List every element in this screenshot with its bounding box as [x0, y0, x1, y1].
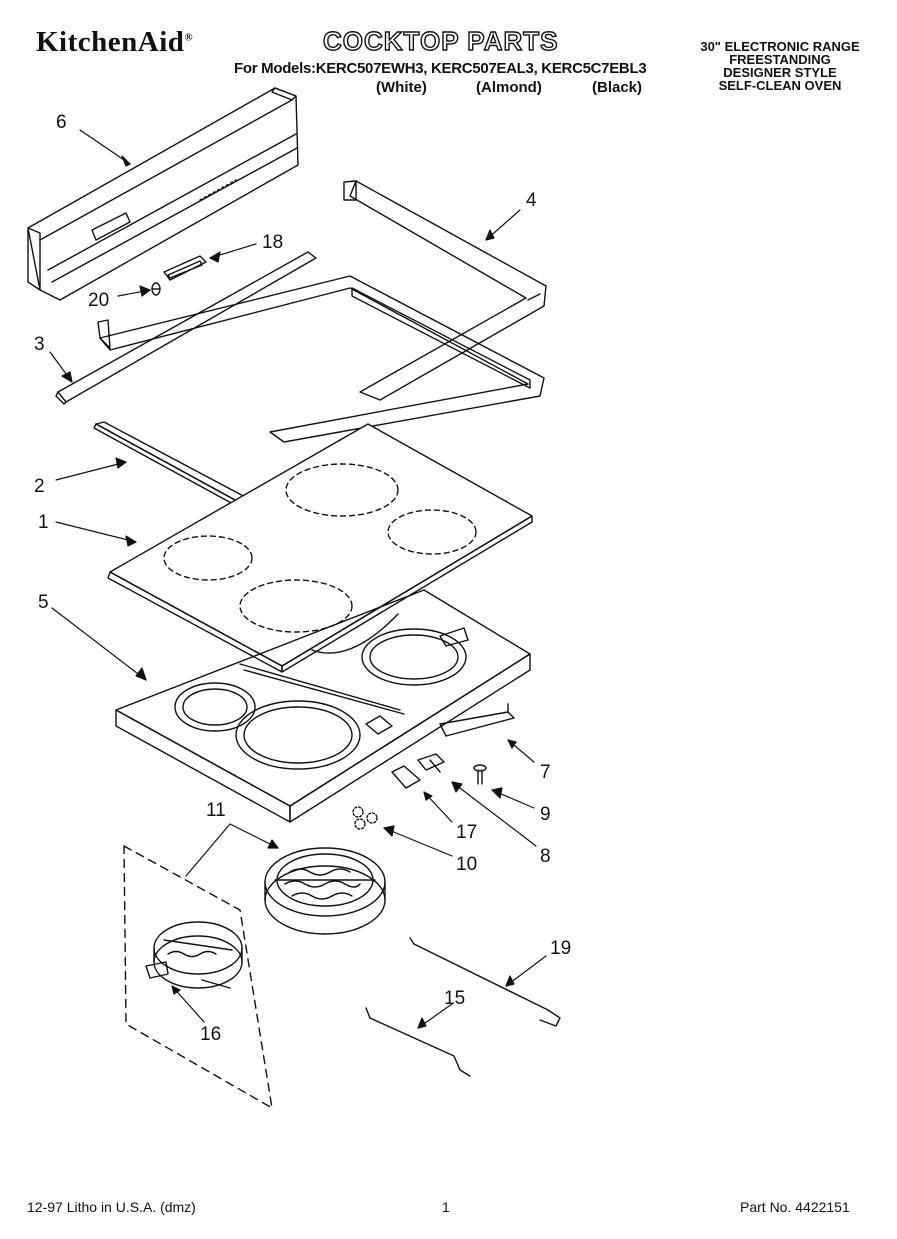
callout-17: 17 — [456, 822, 477, 843]
color-white: (White) — [376, 79, 427, 96]
callout-7: 7 — [540, 762, 551, 783]
part-7-bracket — [439, 703, 515, 737]
description-line: 30" ELECTRONIC RANGE — [700, 39, 860, 54]
part-20-clip — [151, 282, 161, 296]
leader-lines — [49, 129, 547, 1029]
callout-18: 18 — [262, 232, 283, 253]
callout-10: 10 — [456, 854, 477, 875]
registered-mark: ® — [184, 31, 194, 44]
callout-20: 20 — [88, 290, 109, 311]
part-15-rod — [365, 1007, 471, 1077]
callout-1: 1 — [38, 512, 49, 533]
color-black: (Black) — [592, 79, 643, 96]
callout-16: 16 — [200, 1024, 221, 1045]
color-almond: (Almond) — [476, 79, 542, 96]
callout-9: 9 — [540, 804, 551, 825]
callout-11: 11 — [206, 800, 226, 821]
part-16-element-assembly — [123, 845, 273, 1109]
callout-19: 19 — [550, 938, 571, 959]
callout-6: 6 — [56, 112, 67, 133]
part-10-nuts — [352, 806, 378, 830]
callout-8: 8 — [540, 846, 551, 867]
part-9-screw — [473, 764, 487, 785]
part-18-trim — [163, 255, 207, 281]
part-4-front-trim — [97, 275, 545, 443]
models-line: For Models:KERC507EWH3, KERC507EAL3, KER… — [234, 60, 647, 77]
print-info: 12-97 Litho in U.S.A. (dmz) — [27, 1199, 196, 1215]
brand-name: KitchenAid — [36, 26, 185, 58]
part-3-strip — [55, 251, 531, 405]
part-5-burner-box — [115, 589, 531, 823]
callout-15: 15 — [444, 988, 465, 1009]
callout-2: 2 — [34, 476, 45, 497]
description-line: DESIGNER STYLE — [723, 65, 837, 80]
part-17-bracket — [391, 765, 421, 789]
part-number: Part No. 4422151 — [740, 1199, 850, 1215]
callout-numbers: 6 4 18 20 3 2 1 5 7 9 17 8 10 11 19 15 1… — [34, 112, 571, 1045]
part-19-rod — [409, 937, 561, 1027]
description-line: SELF-CLEAN OVEN — [718, 78, 842, 93]
page-title: COCKTOP PARTS — [322, 25, 559, 56]
product-description: 30" ELECTRONIC RANGE FREESTANDING DESIGN… — [680, 40, 880, 92]
description-line: FREESTANDING — [729, 52, 831, 67]
part-11-element — [264, 847, 386, 935]
page-number: 1 — [442, 1199, 450, 1215]
part-1-glass-cooktop — [107, 423, 533, 673]
part-4-frame — [343, 180, 547, 401]
brand-logo: KitchenAid® — [36, 26, 193, 59]
callout-4: 4 — [526, 190, 537, 211]
part-6-control-panel — [27, 87, 299, 301]
callout-3: 3 — [34, 334, 45, 355]
part-8-clip — [417, 753, 445, 773]
callout-5: 5 — [38, 592, 49, 613]
